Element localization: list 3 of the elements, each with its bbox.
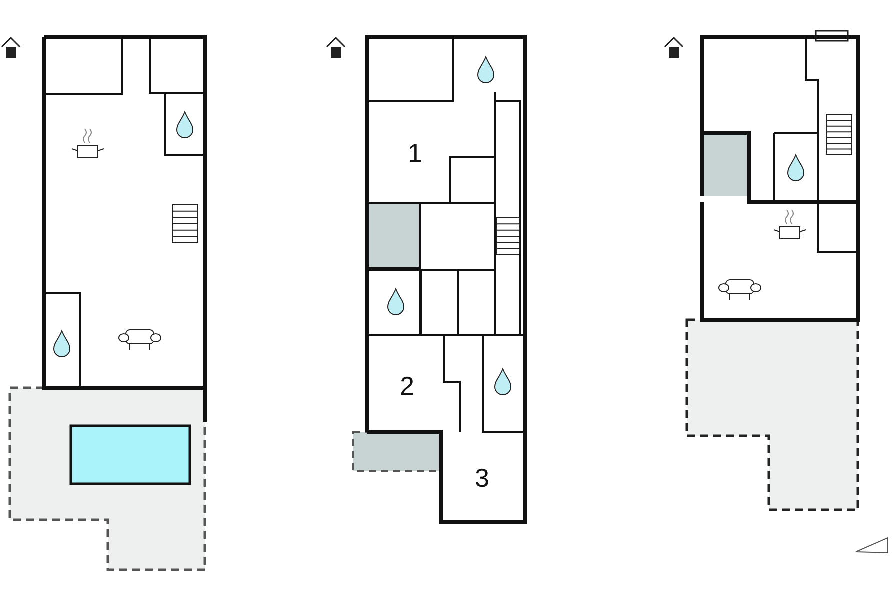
room-number: 2 [400,373,414,399]
room-number: 1 [408,140,422,166]
room-number: 3 [475,465,490,491]
